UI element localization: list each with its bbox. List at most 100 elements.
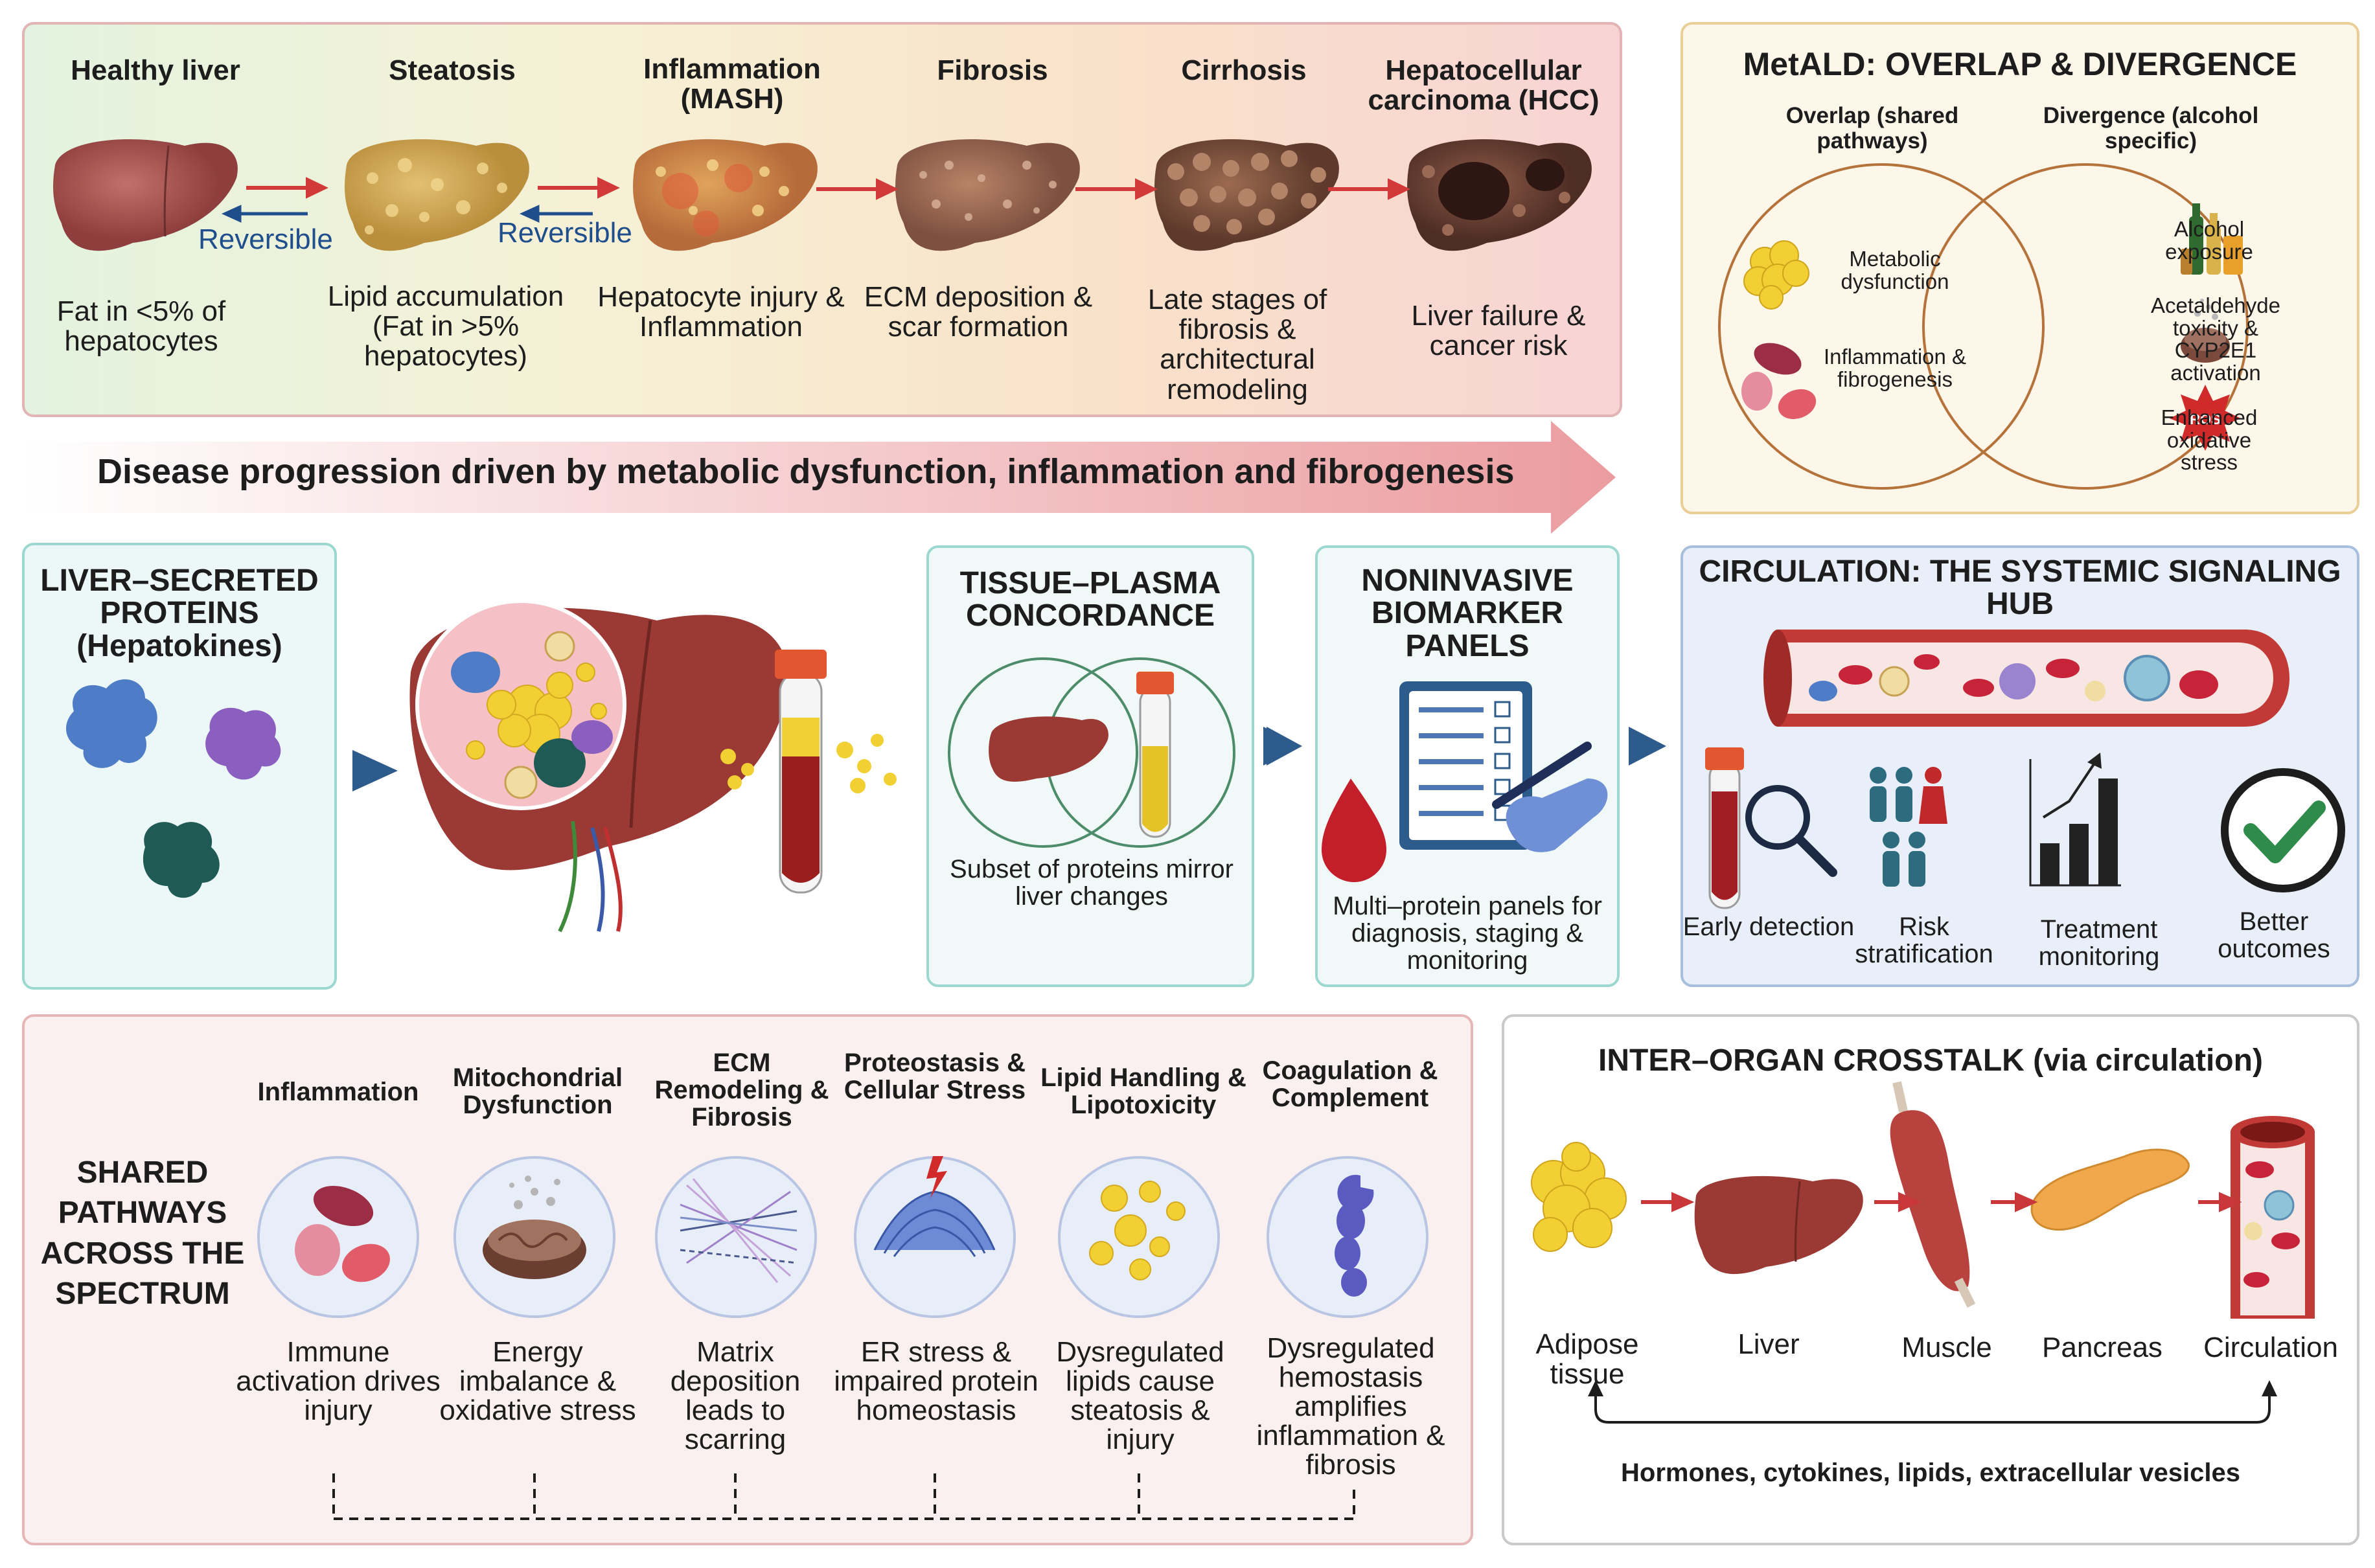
stage-desc-hcc: Liver failure & cancer risk (1411, 300, 1586, 362)
reversible-label-1: Reversible (198, 223, 333, 255)
shared-pathways-panel (22, 1014, 1473, 1545)
outcome-early-detection: Early detection (1682, 913, 1855, 941)
tube-magnifier-icon (1705, 747, 1837, 909)
stage-desc-mash: Hepatocyte injury & Inflammation (597, 281, 845, 343)
circulation-title: CIRCULATION: THE SYSTEMIC SIGNALING HUB (1699, 554, 2341, 622)
blood-vessel-icon (1763, 630, 2289, 727)
outcome-treatment-monitoring: Treatment monitoring (2038, 915, 2160, 971)
liver-healthy (53, 139, 238, 251)
lipid-droplets-icon (1089, 1181, 1186, 1280)
pathway-circle-ecm (655, 1156, 817, 1318)
hepatokines-illustration (66, 599, 897, 933)
overlap-item-metabolic: Metabolic dysfunction (1841, 247, 1949, 293)
stage-desc-steatosis: Lipid accumulation (Fat in >5% hepatocyt… (327, 280, 564, 372)
crosstalk-footer: Hormones, cytokines, lipids, extracellul… (1621, 1459, 2240, 1487)
flow-arrow-3 (1263, 727, 1301, 766)
concordance-title: TISSUE–PLASMA CONCORDANCE (959, 566, 1221, 633)
flow-arrow-1 (352, 750, 398, 791)
mitochondria-icon (483, 1176, 586, 1279)
ros-burst-icon: ROS (2170, 385, 2241, 451)
shared-title: SHARED PATHWAYS ACROSS THE SPECTRUM (40, 1155, 245, 1312)
crosstalk-illustration (1531, 1081, 2315, 1424)
metald-title: MetALD: OVERLAP & DIVERGENCE (1743, 46, 2297, 82)
pathway-desc-mitochondrial: Energy imbalance & oxidative stress (439, 1336, 636, 1426)
hand-pen-icon (1492, 742, 1608, 852)
protein-blue-icon (66, 679, 157, 768)
blood-tube-icon (775, 650, 827, 894)
circulation-illustration (1629, 630, 2345, 909)
organ-label-pancreas: Pancreas (2042, 1332, 2163, 1363)
stage-title-mash: Inflammation (MASH) (643, 53, 821, 115)
pathway-desc-coagulation: Dysregulated hemostasis amplifies inflam… (1256, 1332, 1445, 1481)
loop-arrowhead-right (2262, 1380, 2277, 1396)
progression-arrows (246, 177, 1410, 200)
crosstalk-vessel-icon (2231, 1116, 2315, 1319)
divergence-item-acetaldehyde: Acetaldehyde toxicity & CYP2E1 activatio… (2151, 293, 2280, 385)
concordance-tube-icon (1136, 672, 1174, 838)
er-stress-icon (873, 1156, 996, 1257)
outcome-better-outcomes: Better outcomes (2218, 907, 2330, 963)
crosstalk-liver-icon (1694, 1176, 1863, 1275)
pathway-title-lipid: Lipid Handling & Lipotoxicity (1040, 1063, 1246, 1119)
hepatokines-panel (22, 543, 337, 990)
inflammation-cells-icon (295, 1185, 390, 1282)
magnified-cells-icon (415, 599, 626, 810)
protein-teal-icon (143, 822, 220, 898)
reversible-label-2: Reversible (498, 217, 632, 249)
pathway-desc-proteostasis: ER stress & impaired protein homeostasis (834, 1336, 1038, 1426)
pathway-circle-inflammation (257, 1156, 419, 1318)
muscle-icon (1890, 1081, 1976, 1308)
stage-desc-fibrosis: ECM deposition & scar formation (864, 281, 1093, 343)
divergence-item-oxidative: Enhanced oxidative stress (2161, 405, 2258, 475)
divergence-title: Divergence (alcohol specific) (2043, 103, 2259, 153)
check-circle-icon (2221, 768, 2345, 892)
stage-title-steatosis: Steatosis (389, 54, 516, 86)
blood-drop-icon (1322, 778, 1386, 882)
biomarker-panel-illustration (1263, 681, 1608, 882)
pathway-title-mitochondrial: Mitochondrial Dysfunction (452, 1063, 623, 1119)
fat-droplets-icon (1743, 240, 1809, 310)
cell-damage-icon (2181, 299, 2230, 363)
overlap-title: Overlap (shared pathways) (1785, 103, 1959, 153)
liver-hcc (1407, 139, 1592, 251)
stage-title-fibrosis: Fibrosis (937, 54, 1048, 86)
organ-label-adipose: Adipose tissue (1535, 1328, 1639, 1391)
stage-title-healthy: Healthy liver (71, 54, 240, 86)
inflammation-icon (1741, 343, 1817, 420)
feedback-loop-arrow (1594, 1390, 2271, 1424)
protein-purple-icon (205, 707, 281, 780)
pancreas-icon (2030, 1148, 2190, 1231)
liver-cirrhosis (1154, 139, 1339, 251)
banner-text: Disease progression driven by metabolic … (97, 452, 1515, 491)
ros-label: ROS (2190, 411, 2221, 427)
banner-arrow (22, 421, 1616, 534)
concordance-liver-icon (989, 716, 1108, 782)
pathway-title-ecm: ECM Remodeling & Fibrosis (654, 1049, 829, 1131)
reversible-arrows (221, 205, 593, 223)
concordance-panel (926, 545, 1254, 987)
alcohol-bottles-icon (2181, 203, 2243, 275)
pathway-desc-lipid: Dysregulated lipids cause steatosis & in… (1056, 1336, 1224, 1455)
stage-desc-cirrhosis: Late stages of fibrosis & architectural … (1147, 284, 1327, 405)
ecm-fibers-icon (680, 1178, 797, 1283)
flow-arrow-4 (1629, 727, 1666, 766)
progression-panel (22, 22, 1622, 417)
bar-chart-icon (2029, 753, 2121, 887)
liver-mash (633, 139, 818, 251)
concordance-venn (948, 657, 1302, 848)
organ-label-muscle: Muscle (1901, 1332, 1992, 1363)
divergence-item-alcohol: Alcohol exposure (2165, 217, 2253, 264)
loop-arrowhead-left (1588, 1380, 1603, 1396)
liver-steatosis (345, 139, 529, 251)
concordance-desc: Subset of proteins mirror liver changes (950, 855, 1233, 911)
organ-label-circulation: Circulation (2203, 1332, 2338, 1363)
stage-title-hcc: Hepatocellular carcinoma (HCC) (1368, 54, 1600, 117)
dashed-bracket (332, 1473, 1355, 1520)
people-group-icon (1870, 767, 1947, 887)
crosstalk-arrows (1641, 1192, 2242, 1212)
crosstalk-title: INTER–ORGAN CROSSTALK (via circulation) (1598, 1043, 2263, 1078)
secreted-droplets-icon (720, 734, 897, 793)
pathway-title-inflammation: Inflammation (257, 1078, 419, 1106)
pathway-title-proteostasis: Proteostasis & Cellular Stress (843, 1049, 1026, 1104)
metald-venn: ROS (1718, 163, 2249, 490)
